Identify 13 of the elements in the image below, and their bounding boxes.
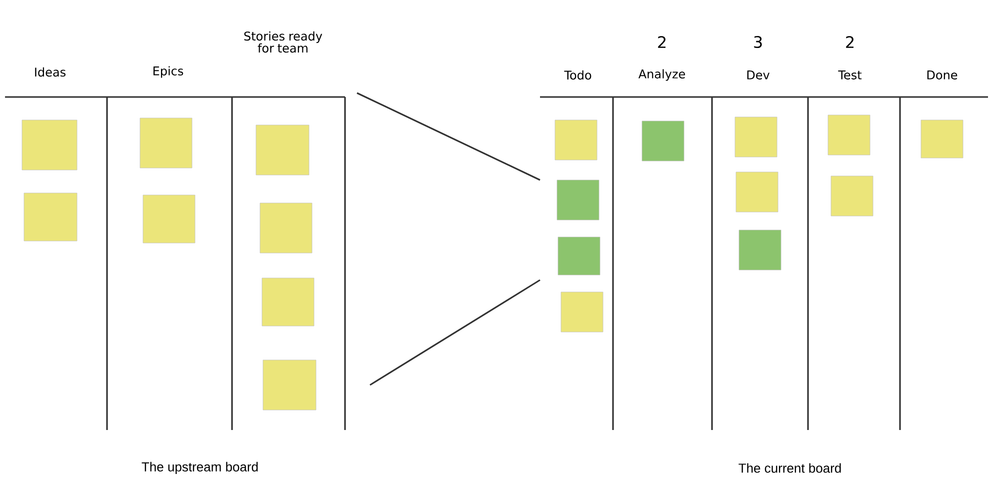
wip-limit: 2 <box>846 36 854 48</box>
column-header: Test <box>838 70 862 80</box>
column-header: Dev <box>747 70 770 80</box>
column-header: Ideas <box>35 67 66 77</box>
wip-limit: 3 <box>754 36 762 48</box>
board-caption: The upstream board <box>142 462 258 474</box>
column-header: Stories ready for team <box>244 31 322 53</box>
column-header: Analyze <box>638 69 686 81</box>
column-header: Done <box>927 70 958 80</box>
column-header: Epics <box>154 66 184 78</box>
wip-limit: 2 <box>658 36 666 48</box>
board-caption: The current board <box>738 463 841 473</box>
column-header: Todo <box>564 70 592 80</box>
